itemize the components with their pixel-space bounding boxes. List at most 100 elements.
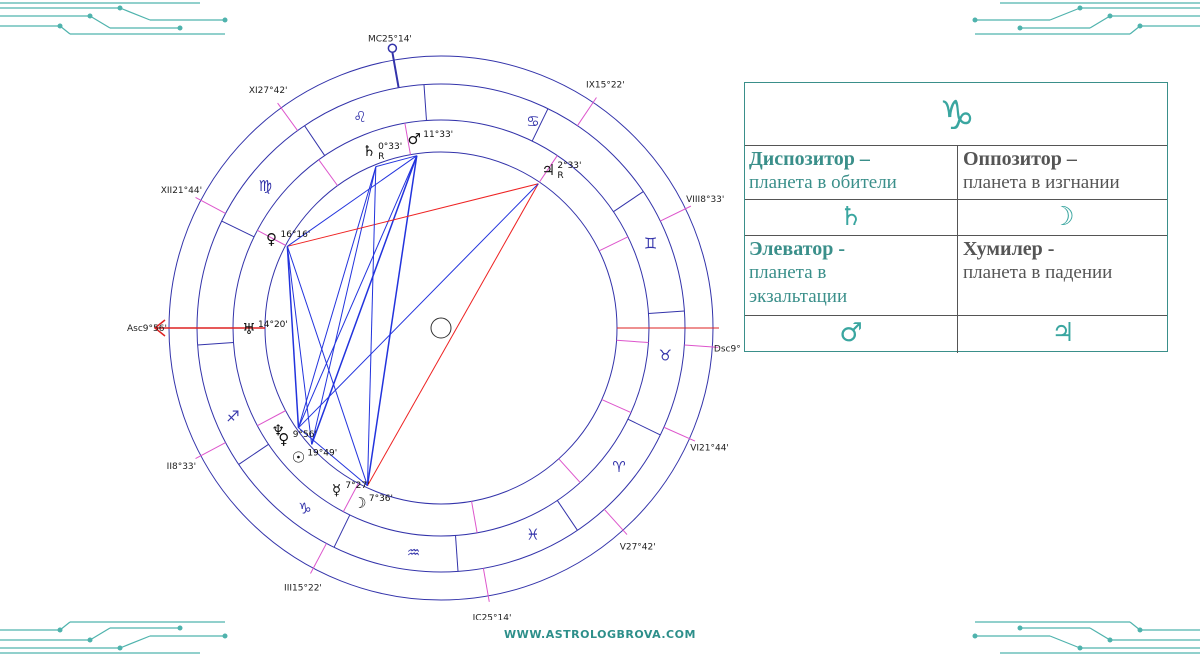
- house-cusp-lines: [153, 43, 719, 602]
- sign-boundary: [531, 108, 549, 142]
- house-cusp-label: MC25°14': [368, 34, 412, 44]
- aspect-line: [286, 246, 300, 428]
- sign-boundary: [333, 514, 351, 548]
- aspect-line: [311, 166, 377, 445]
- house-cusp-outer: [195, 442, 226, 459]
- house-cusp-inner: [558, 458, 581, 483]
- house-cusp-outer: [603, 508, 628, 535]
- moon-icon: ☽: [1051, 202, 1075, 232]
- dispositor-term: Диспозитор –: [749, 148, 870, 170]
- aspect-line: [286, 246, 313, 445]
- capricorn-sign-icon: ♑: [939, 93, 975, 139]
- natal-chart-wheel: ♌♋♊♉♈♓♒♑♐♍ MC25°14'IX15°22'VIII8°33'Dsc9…: [127, 34, 740, 620]
- house-cusp-label: II8°33': [167, 462, 196, 472]
- sign-boundary: [197, 342, 234, 346]
- house-cusp-inner: [257, 410, 286, 427]
- zodiac-sign-glyphs: ♌♋♊♉♈♓♒♑♐♍: [226, 108, 672, 561]
- jupiter-icon: ♃: [1051, 318, 1075, 348]
- retrograde-label: R: [378, 152, 384, 162]
- planet-icon: ♀: [266, 230, 277, 248]
- circuit-decoration-top-left: [0, 2, 228, 35]
- planet-degree-label: 19°49': [307, 448, 337, 458]
- planet-icon: ♀: [278, 430, 289, 448]
- aspect-line: [298, 427, 368, 487]
- planet-icon: ♃: [542, 161, 555, 179]
- house-cusp-label: VIII8°33': [686, 195, 724, 205]
- sign-boundary: [613, 191, 644, 213]
- center-circle: [430, 317, 452, 339]
- planet-degree-label: 16°16': [280, 230, 310, 240]
- website-footer[interactable]: WWW.ASTROLOGBROVA.COM: [504, 628, 696, 641]
- dispositor-cell: Диспозитор – планета в обители: [749, 147, 955, 195]
- mc-marker: [387, 43, 398, 54]
- house-cusp-outer: [482, 568, 490, 602]
- oppositor-term: Оппозитор –: [963, 148, 1077, 170]
- house-cusp-inner: [539, 155, 558, 183]
- oppositor-description: планета в изгнании: [963, 172, 1120, 193]
- aspect-line: [366, 155, 418, 486]
- aspect-line: [287, 155, 418, 247]
- planet-degree-label: 2°33': [557, 161, 581, 171]
- sign-boundary: [423, 84, 427, 121]
- dignity-table: ♑ Диспозитор – планета в обители Оппозит…: [744, 82, 1169, 353]
- retrograde-label: R: [557, 171, 563, 181]
- house-cusp-label: XI27°42': [249, 86, 288, 96]
- humiler-description: планета в падении: [963, 262, 1113, 283]
- house-cusp-label: Dsc9°56': [714, 345, 740, 355]
- aspect-lines: [286, 155, 539, 487]
- humiler-cell: Хумилер - планета в падении: [963, 237, 1169, 285]
- circuit-decoration-bottom-left: [0, 621, 228, 654]
- aspect-line: [287, 183, 539, 247]
- house-cusp-outer: [660, 205, 692, 222]
- house-cusp-label: XII21°44': [161, 186, 202, 196]
- planet-icon: ☿: [332, 481, 341, 499]
- house-cusp-inner: [616, 339, 649, 344]
- zodiac-sign-icon: ♒: [407, 543, 420, 561]
- house-cusp-label: IX15°22': [586, 80, 625, 90]
- planet-degree-label: 9°56': [293, 430, 317, 440]
- zodiac-sign-icon: ♓: [526, 525, 539, 543]
- zodiac-sign-icon: ♉: [659, 347, 672, 365]
- planet-icon: ♅: [242, 320, 255, 338]
- planet-icon: ♄: [362, 142, 375, 160]
- aspect-line: [310, 155, 418, 445]
- house-cusp-inner: [318, 159, 338, 186]
- sign-boundary: [455, 535, 459, 572]
- aspect-line: [366, 166, 377, 486]
- planet-degree-label: 14°20': [258, 320, 288, 330]
- house-cusp-labels: MC25°14'IX15°22'VIII8°33'Dsc9°56'VI21°44…: [127, 34, 740, 620]
- house-cusp-outer: [684, 344, 719, 348]
- dispositor-description: планета в обители: [749, 172, 897, 193]
- sign-boundary: [304, 125, 326, 156]
- aspect-line: [298, 183, 539, 429]
- zodiac-sign-icon: ♋: [526, 113, 539, 131]
- planet-icon: ♆: [271, 422, 284, 440]
- house-cusp-outer: [277, 102, 298, 131]
- house-cusp-outer: [663, 426, 696, 442]
- mars-icon: ♂: [839, 318, 863, 348]
- zodiac-sign-icon: ♈: [612, 458, 625, 476]
- aspect-line: [286, 246, 368, 486]
- house-cusp-inner: [601, 399, 632, 414]
- aspect-line: [367, 183, 539, 486]
- mc-axis: [391, 52, 400, 88]
- aspect-line: [298, 155, 418, 429]
- planet-icon: ♂: [408, 130, 421, 148]
- humiler-term: Хумилер -: [963, 238, 1055, 260]
- sign-boundary: [238, 443, 269, 465]
- sign-boundary: [627, 418, 661, 436]
- oppositor-cell: Оппозитор – планета в изгнании: [963, 147, 1169, 195]
- planet-glyphs: ♂11°33'♄0°33'R♃2°33'R♀16°16'♅14°20'♀9°56…: [242, 130, 581, 512]
- house-cusp-inner: [598, 236, 629, 252]
- zodiac-sign-icon: ♊: [644, 234, 657, 252]
- elevator-description-line-1: планета в: [749, 262, 827, 283]
- zodiac-sign-icon: ♐: [226, 407, 239, 425]
- aspect-line: [297, 166, 377, 428]
- house-cusp-label: Asc9°56': [127, 324, 167, 334]
- zodiac-sign-icon: ♌: [353, 108, 366, 126]
- house-cusp-outer: [310, 543, 327, 574]
- house-cusp-inner: [404, 123, 411, 155]
- sign-boundary: [221, 220, 255, 238]
- house-cusp-label: III15°22': [284, 584, 322, 594]
- saturn-icon: ♄: [839, 202, 863, 232]
